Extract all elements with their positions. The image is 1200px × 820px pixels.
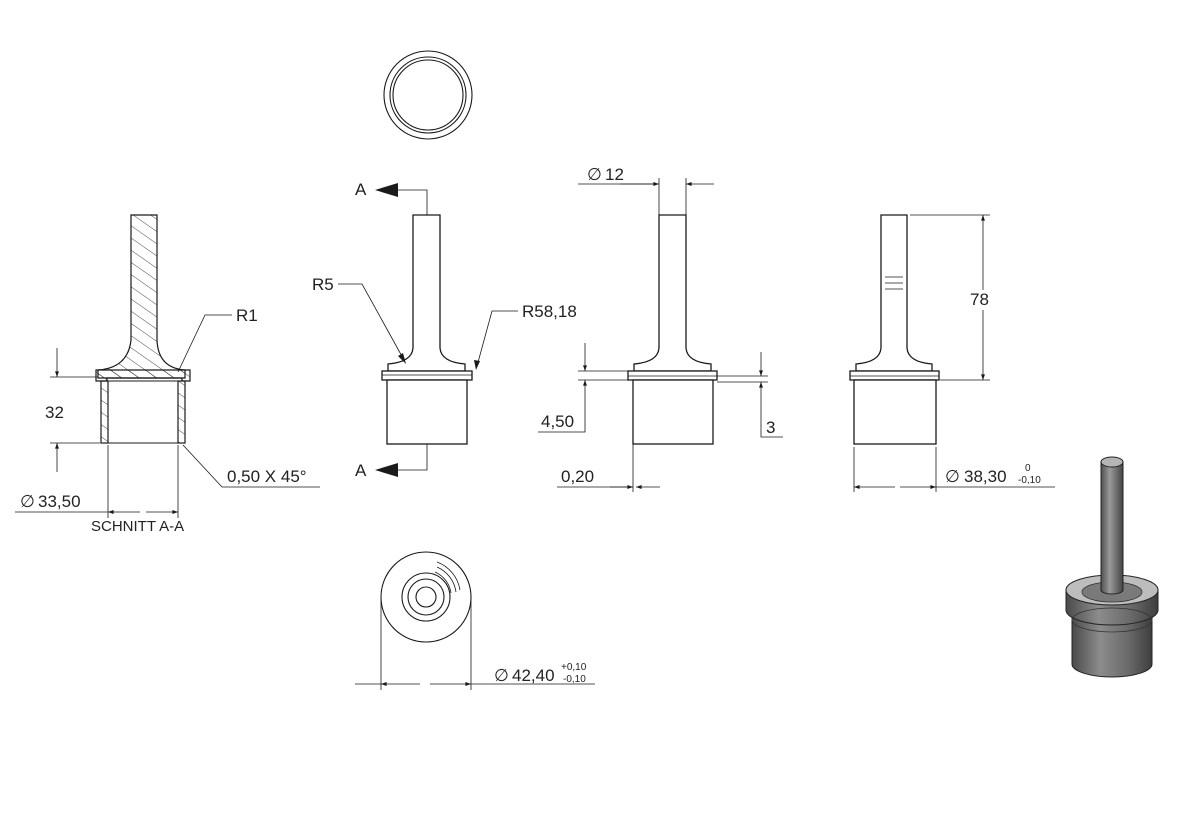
section-flange xyxy=(95,369,191,382)
cut-label-a-bottom: A xyxy=(355,461,367,480)
tol-upper-plus-0-10: +0,10 xyxy=(561,662,587,673)
dim-radius-r1: R1 xyxy=(236,306,258,325)
diameter-symbol: ∅ xyxy=(494,666,509,685)
dim-flange-4-50: 4,50 xyxy=(541,412,574,431)
diameter-symbol: ∅ xyxy=(587,165,602,184)
tol-lower-0-10: -0,10 xyxy=(1018,475,1041,486)
tol-lower-minus-0-10: -0,10 xyxy=(563,674,586,685)
diameter-symbol: ∅ xyxy=(20,492,35,511)
section-pin-hatch xyxy=(97,214,186,379)
bottom-view: ∅ 42,40 +0,10 -0,10 xyxy=(355,551,595,690)
section-title: SCHNITT A-A xyxy=(91,518,184,535)
tol-upper-0: 0 xyxy=(1025,463,1031,474)
dim-body-diameter-38-30: 38,30 xyxy=(964,467,1007,486)
dim-height-32: 32 xyxy=(45,403,64,422)
dim-total-height-78: 78 xyxy=(970,290,989,309)
dim-fillet-r5: R5 xyxy=(312,275,334,294)
front-view: A A R5 R58,18 xyxy=(312,180,577,480)
isometric-view xyxy=(1065,456,1159,678)
section-wall-right xyxy=(177,380,186,444)
dim-radius-r58: R58,18 xyxy=(522,302,577,321)
section-view: 32 R1 0,50 X 45° ∅ 33,50 SCHNITT A-A xyxy=(15,214,320,535)
cut-label-a-top: A xyxy=(355,180,367,199)
dim-flange-diameter-42-40: 42,40 xyxy=(512,666,555,685)
top-view xyxy=(383,50,473,140)
dim-chamfer: 0,50 X 45° xyxy=(227,467,307,486)
dim-step-3: 3 xyxy=(766,418,775,437)
dim-pin-diameter-12: 12 xyxy=(605,165,624,184)
dim-offset-0-20: 0,20 xyxy=(561,467,594,486)
side-view: ∅ 12 4,50 3 0,20 xyxy=(538,165,783,492)
dim-diameter-33-50: 33,50 xyxy=(38,492,81,511)
diameter-symbol: ∅ xyxy=(945,467,960,486)
section-wall-left xyxy=(100,380,109,444)
right-view: 78 ∅ 38,30 0 -0,10 xyxy=(849,214,1055,492)
